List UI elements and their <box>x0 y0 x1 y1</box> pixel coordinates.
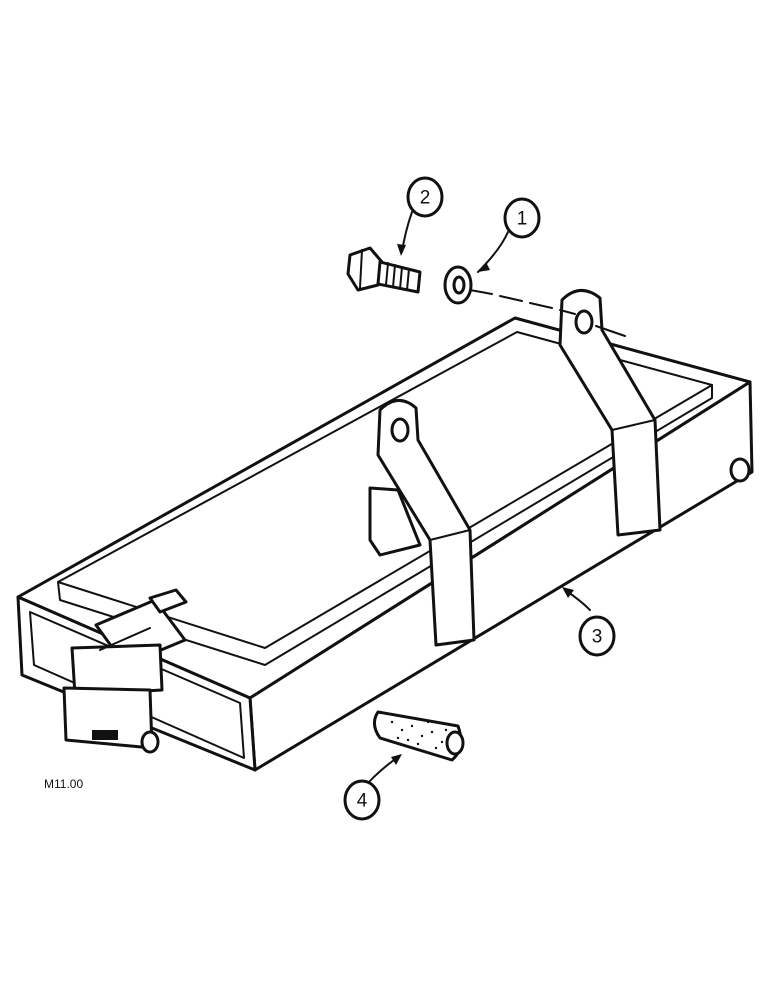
pin-texture <box>390 720 448 750</box>
callout-2-balloon <box>406 176 444 218</box>
bolt-head-facet <box>359 249 363 289</box>
pin-end <box>445 730 465 756</box>
latch-tip <box>148 588 188 614</box>
leader-3-arrow <box>562 587 574 598</box>
callout-3-balloon <box>578 615 616 657</box>
front-mounting-bracket <box>368 399 476 647</box>
rear-mounting-bracket <box>558 289 662 537</box>
tank-panel-edge <box>57 384 713 666</box>
leader-1-arrow <box>478 262 490 272</box>
latch-detail-line <box>99 627 151 651</box>
rear-bracket-plate <box>558 289 662 537</box>
callout-1: 1 <box>503 197 541 239</box>
rear-bracket-fold <box>611 419 656 431</box>
leader-1 <box>477 231 509 273</box>
callout-1-balloon <box>503 197 541 239</box>
bolt-shank <box>376 260 422 294</box>
leader-4-arrow <box>391 754 402 765</box>
callout-2: 2 <box>406 176 444 218</box>
latch-assembly <box>62 588 188 754</box>
figure-code: M11.00 <box>44 777 83 791</box>
front-bracket-fold <box>429 529 471 541</box>
washer-hole <box>452 275 466 295</box>
callout-4-balloon <box>343 779 381 821</box>
washer <box>443 265 473 305</box>
latch-housing <box>70 643 164 697</box>
spring-pin <box>373 710 465 762</box>
latch-hinge-pin <box>140 730 160 754</box>
drain-plug <box>729 457 751 483</box>
front-bracket-plate <box>376 399 476 647</box>
bolt-thread <box>385 262 410 291</box>
leader-2-arrow <box>397 244 406 256</box>
tank-end-frame <box>29 611 245 759</box>
latch-slot <box>92 730 118 740</box>
callout-3-number: 3 <box>592 627 603 648</box>
callout-1-number: 1 <box>517 209 528 230</box>
callout-4-number: 4 <box>357 791 368 812</box>
rear-bracket-hole <box>574 309 594 335</box>
leader-lines <box>367 211 591 784</box>
callout-4: 4 <box>343 779 381 821</box>
bracket-block <box>368 486 422 557</box>
callout-2-number: 2 <box>420 188 431 209</box>
bolt <box>346 246 422 294</box>
assembly-centerline <box>469 289 626 337</box>
front-bracket-hole <box>390 417 410 443</box>
callout-3: 3 <box>578 615 616 657</box>
